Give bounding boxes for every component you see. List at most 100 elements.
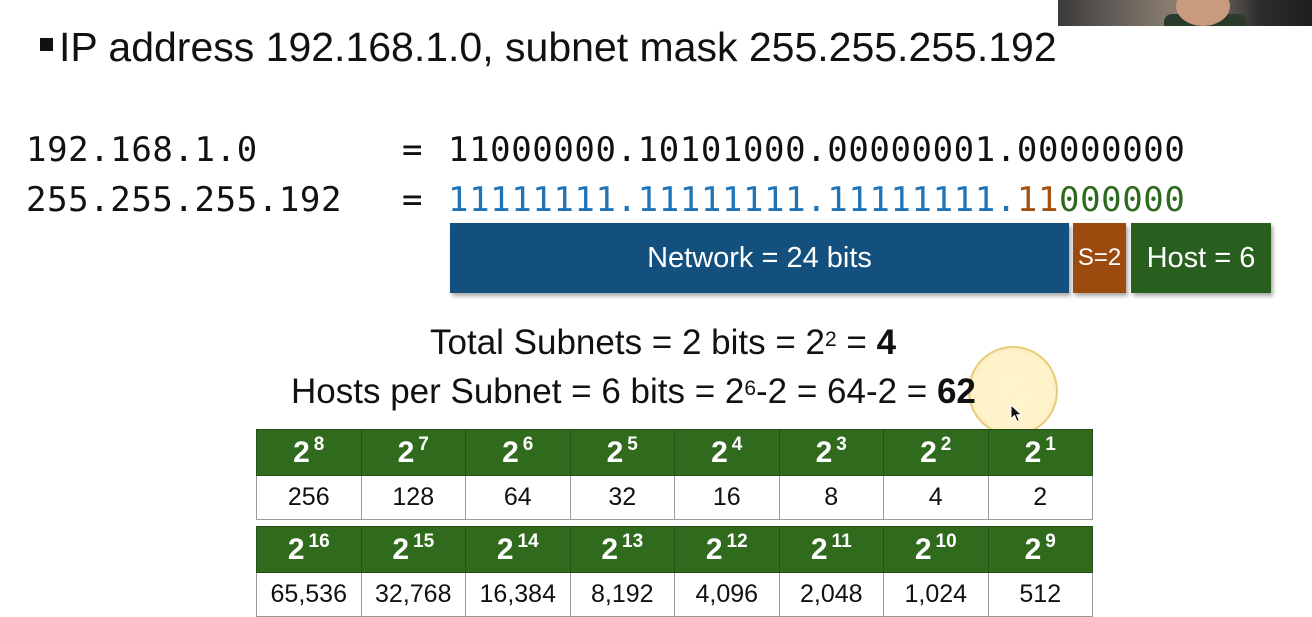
subnet-bits-label: S=2	[1077, 244, 1122, 271]
ip-binary: 11000000.10101000.00000001.00000000	[448, 130, 1186, 170]
power-base: 2	[502, 435, 519, 469]
power-base: 2	[705, 532, 723, 566]
power-exponent: 6	[522, 433, 534, 455]
power-value-cell: 8	[778, 475, 884, 520]
power-exponent: 7	[418, 433, 429, 455]
power-exponent: 14	[517, 530, 539, 552]
power-exponent: 10	[935, 530, 957, 552]
power-base: 2	[810, 532, 828, 566]
power-exponent: 11	[831, 530, 852, 552]
mouse-pointer-icon	[1010, 404, 1023, 423]
power-exponent: 3	[836, 433, 847, 455]
ip-dotted: 192.168.1.0	[26, 130, 258, 170]
power-value-cell: 16	[674, 475, 780, 520]
power-base: 2	[496, 532, 514, 566]
power-value-cell: 4	[883, 475, 989, 520]
host-bits-label: Host = 6	[1146, 241, 1256, 274]
subnet-bits-bar: S=2	[1073, 223, 1126, 293]
ip-equals: =	[402, 130, 424, 170]
power-value-cell: 8,192	[569, 572, 675, 617]
mask-dotted: 255.255.255.192	[26, 180, 343, 220]
mask-binary-host-bits: 000000	[1059, 180, 1186, 220]
power-value-cell: 4,096	[674, 572, 780, 617]
power-base: 2	[1024, 532, 1042, 566]
total-subnets-text: Total Subnets = 2 bits = 2	[430, 323, 825, 362]
power-base: 2	[601, 532, 619, 566]
power-value-cell: 64	[465, 475, 571, 520]
power-value-cell: 2,048	[778, 572, 884, 617]
power-exponent: 8	[313, 433, 325, 455]
power-base: 2	[293, 435, 310, 469]
hosts-per-subnet-exponent: 6	[744, 377, 757, 400]
total-subnets-calc: Total Subnets = 2 bits = 22 = 4	[430, 321, 896, 365]
host-bits-bar: Host = 6	[1131, 223, 1271, 293]
power-base: 2	[1024, 435, 1042, 469]
slide-title-text: IP address 192.168.1.0, subnet mask 255.…	[59, 24, 1057, 70]
power-exponent: 1	[1045, 433, 1056, 455]
mask-binary: 11111111.11111111.11111111.11000000	[448, 180, 1185, 220]
total-subnets-exponent: 2	[824, 328, 837, 351]
power-value-cell: 512	[987, 572, 1093, 617]
power-base: 2	[920, 435, 937, 469]
hosts-per-subnet-result: 62	[936, 372, 976, 411]
power-exponent: 9	[1045, 530, 1056, 552]
network-bits-bar: Network = 24 bits	[450, 223, 1069, 293]
power-exponent: 15	[413, 530, 435, 552]
bullet-icon	[40, 37, 53, 51]
power-base: 2	[287, 532, 305, 566]
hosts-per-subnet-middle: -2 = 64-2 =	[756, 372, 937, 411]
power-value-cell: 16,384	[465, 572, 571, 617]
power-base: 2	[914, 532, 932, 566]
power-base: 2	[815, 435, 833, 469]
hosts-per-subnet-calc: Hosts per Subnet = 6 bits = 26-2 = 64-2 …	[291, 370, 976, 414]
power-exponent: 4	[731, 433, 743, 455]
mask-binary-network-bits: 11111111.11111111.11111111.	[448, 180, 1017, 220]
total-subnets-equals: =	[836, 323, 877, 362]
total-subnets-result: 4	[876, 323, 897, 362]
power-exponent: 13	[622, 530, 644, 552]
power-base: 2	[606, 435, 624, 469]
power-exponent: 5	[627, 433, 638, 455]
power-value-cell: 32,768	[360, 572, 466, 617]
power-value-cell: 256	[256, 475, 362, 520]
power-value-cell: 32	[569, 475, 675, 520]
mask-binary-subnet-bits: 11	[1016, 180, 1060, 220]
power-exponent: 12	[726, 530, 748, 552]
power-base: 2	[392, 532, 410, 566]
presenter-webcam	[1058, 0, 1312, 26]
power-base: 2	[397, 435, 415, 469]
power-base: 2	[711, 435, 728, 469]
slide-title: IP address 192.168.1.0, subnet mask 255.…	[40, 22, 1057, 72]
power-value-cell: 65,536	[256, 572, 362, 617]
mask-equals: =	[402, 180, 424, 220]
hosts-per-subnet-text: Hosts per Subnet = 6 bits = 2	[291, 372, 745, 411]
network-bits-label: Network = 24 bits	[647, 241, 872, 274]
power-value-cell: 128	[360, 475, 466, 520]
power-exponent: 16	[308, 530, 330, 552]
power-value-cell: 1,024	[883, 572, 989, 617]
power-exponent: 2	[940, 433, 952, 455]
power-value-cell: 2	[987, 475, 1093, 520]
